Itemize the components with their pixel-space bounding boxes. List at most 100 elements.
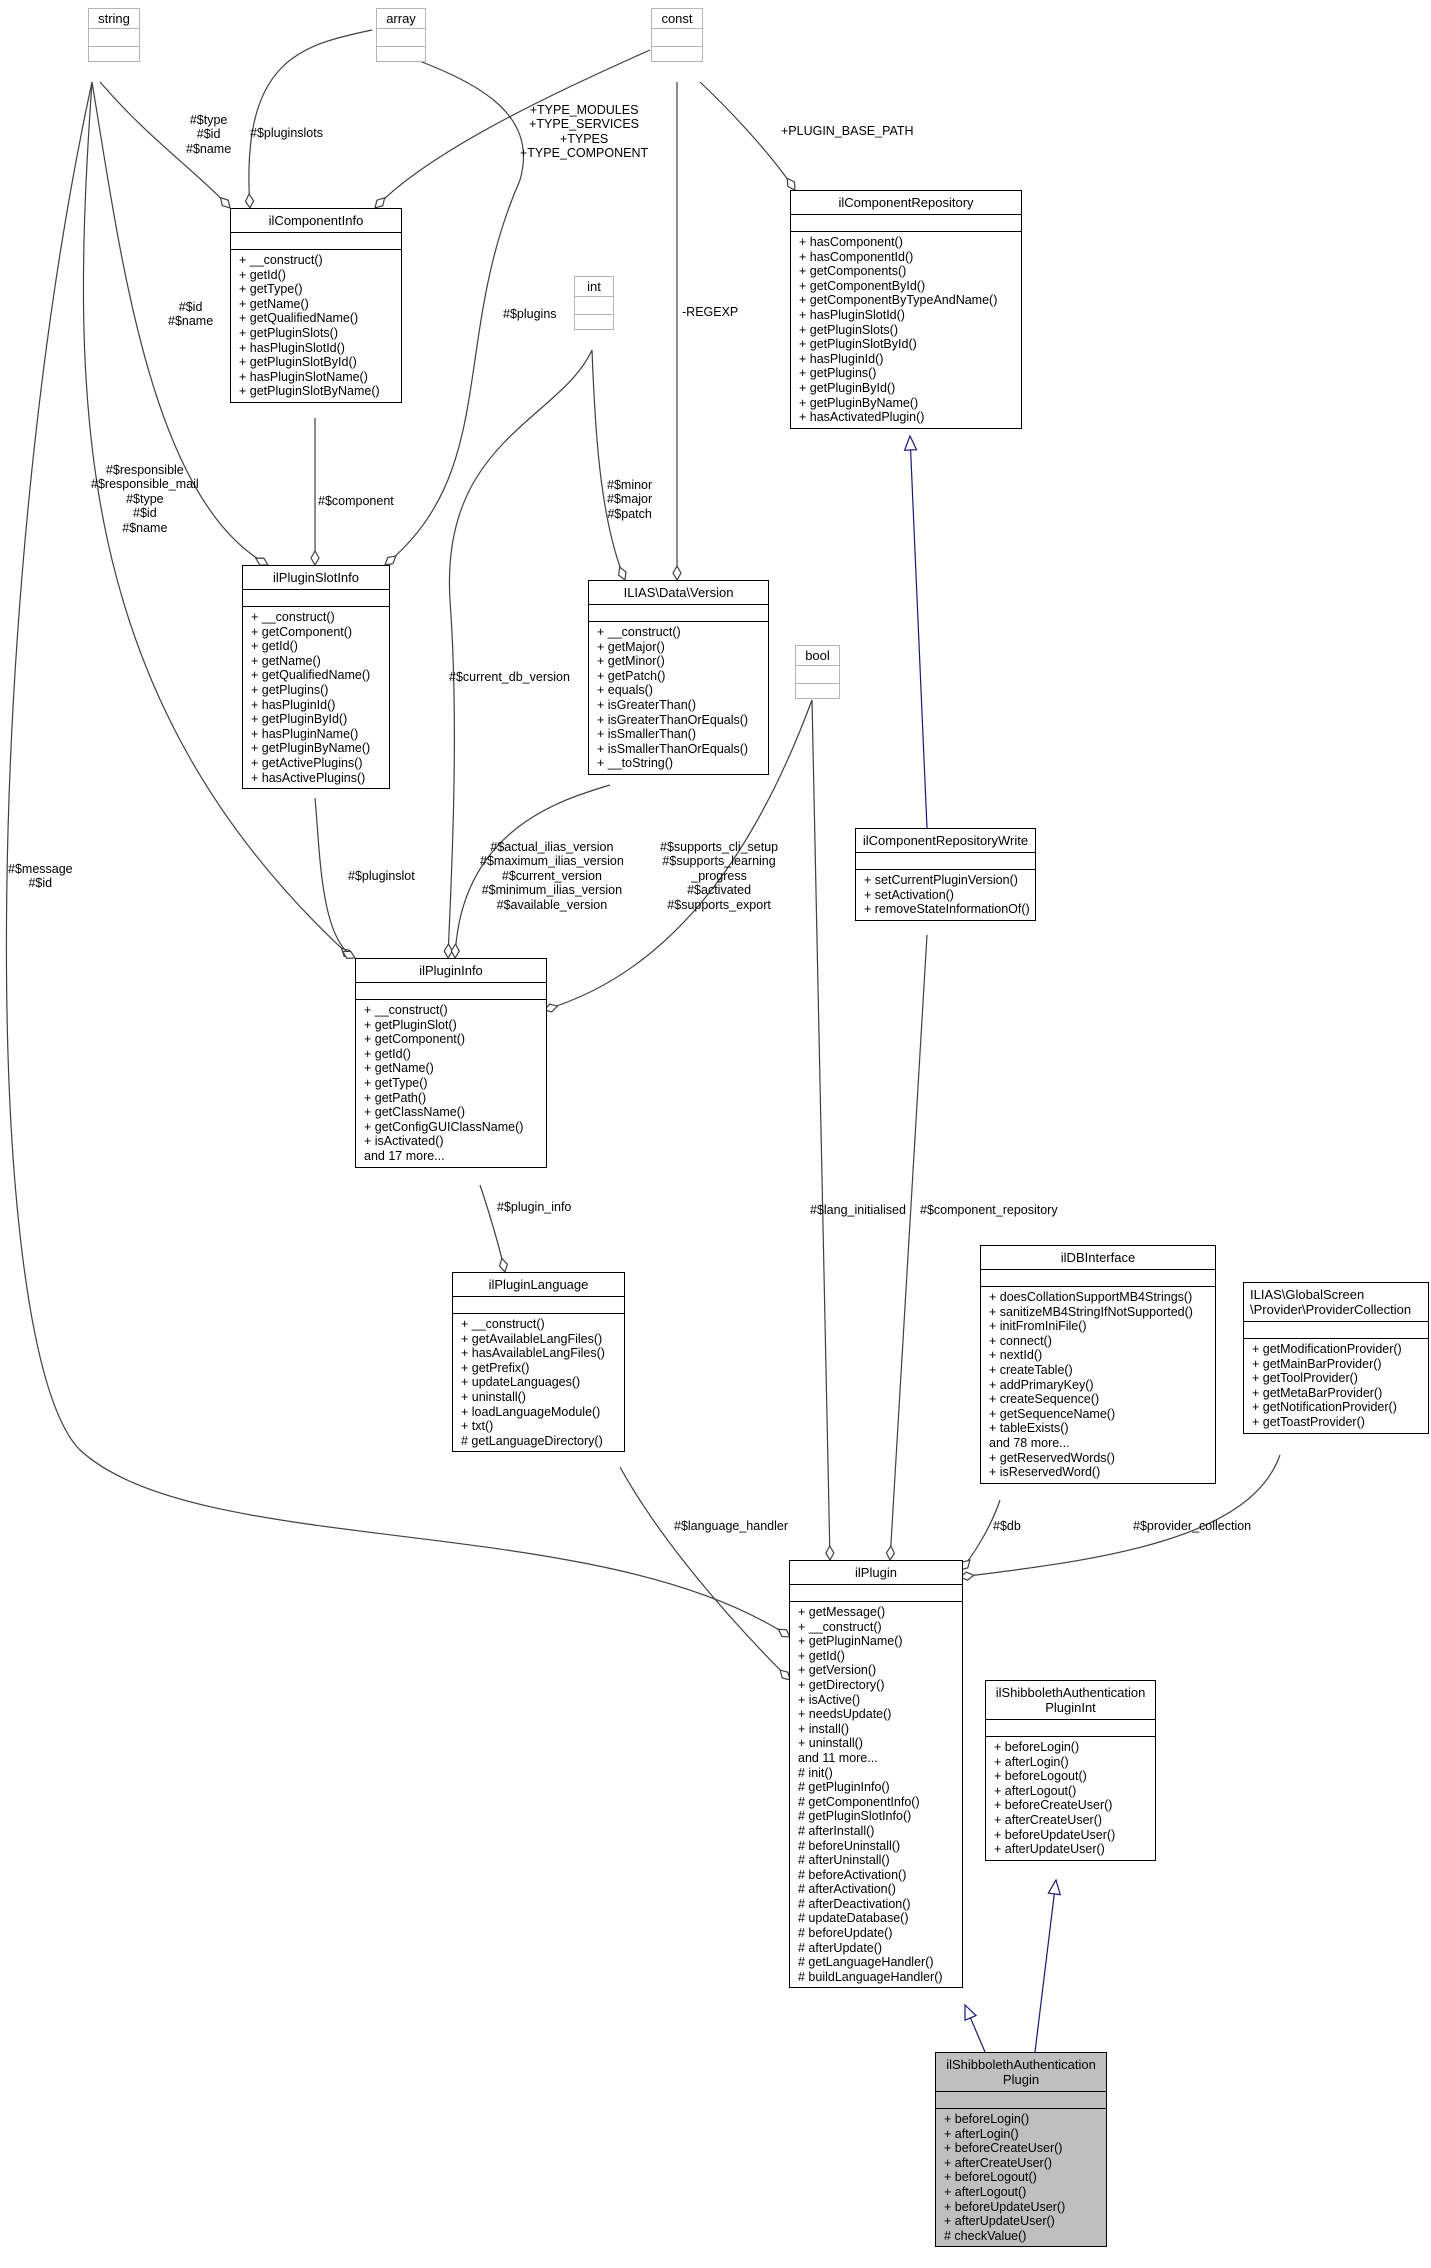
- edge-const-componentrepository: [699, 81, 795, 190]
- class-methods: [796, 684, 839, 698]
- class-method: + getPluginSlotById(): [239, 355, 357, 370]
- edge-pluginslotinfo-plugininfo: [314, 797, 355, 958]
- class-method: + getAvailableLangFiles(): [461, 1331, 603, 1346]
- class-method: + isGreaterThanOrEquals(): [597, 712, 749, 727]
- edge-crw-extends-cr: [910, 436, 928, 829]
- class-method: + setCurrentPluginVersion(): [864, 873, 1018, 887]
- class-method: + connect(): [989, 1333, 1052, 1348]
- class-methods: + doesCollationSupportMB4Strings()+ sani…: [981, 1287, 1215, 1483]
- class-method: + getPath(): [364, 1090, 427, 1105]
- class-method: # getPluginInfo(): [798, 1780, 890, 1795]
- class-method: # getLanguageHandler(): [798, 1955, 934, 1970]
- class-ilComponentInfo[interactable]: ilComponentInfo + __construct()+ getId()…: [230, 208, 402, 403]
- class-methods: + __construct()+ getId()+ getType()+ get…: [231, 250, 401, 402]
- class-method: + addPrimaryKey(): [989, 1377, 1094, 1392]
- class-method: + getType(): [364, 1075, 428, 1090]
- class-title: ilComponentInfo: [231, 209, 401, 233]
- class-method: + beforeUpdateUser(): [994, 1827, 1116, 1842]
- class-attributes: [652, 29, 702, 47]
- class-method: # updateDatabase(): [798, 1911, 909, 1926]
- class-ilPluginLanguage[interactable]: ilPluginLanguage + __construct()+ getAva…: [452, 1272, 625, 1453]
- class-method: + hasPluginName(): [251, 726, 359, 741]
- edge-array-componentinfo: [249, 29, 373, 208]
- class-method: + afterCreateUser(): [944, 2155, 1053, 2170]
- class-title: ilShibbolethAuthentication PluginInt: [986, 1681, 1155, 1720]
- class-method: + getReservedWords(): [989, 1450, 1115, 1465]
- edge-shibplugin-implements-int: [1034, 1880, 1056, 2053]
- class-method: + hasActivePlugins(): [251, 770, 366, 785]
- class-method: + isSmallerThanOrEquals(): [597, 741, 749, 756]
- class-string[interactable]: string: [88, 8, 140, 62]
- class-method: + getComponent(): [364, 1032, 466, 1047]
- class-method: + getDirectory(): [798, 1677, 885, 1692]
- class-ILIAS-Data-Version[interactable]: ILIAS\Data\Version + __construct()+ getM…: [588, 580, 769, 775]
- class-method: + uninstall(): [461, 1389, 526, 1404]
- class-method: + doesCollationSupportMB4Strings(): [989, 1290, 1193, 1304]
- class-method: + hasComponentId(): [799, 249, 914, 264]
- class-ilShibbolethAuthenticationPlugin[interactable]: ilShibbolethAuthentication Plugin + befo…: [935, 2052, 1107, 2248]
- class-ilPluginInfo[interactable]: ilPluginInfo + __construct()+ getPluginS…: [355, 958, 547, 1168]
- class-method: + getVersion(): [798, 1663, 877, 1678]
- class-ilDBInterface[interactable]: ilDBInterface + doesCollationSupportMB4S…: [980, 1245, 1216, 1484]
- edge-label-plugins: #$plugins: [503, 307, 557, 321]
- class-method: # beforeUpdate(): [798, 1926, 893, 1941]
- class-method: + txt(): [461, 1419, 494, 1434]
- class-method: + getMetaBarProvider(): [1252, 1385, 1383, 1400]
- class-ilComponentRepository[interactable]: ilComponentRepository + hasComponent()+ …: [790, 190, 1022, 429]
- class-bool[interactable]: bool: [795, 645, 840, 699]
- class-method: + beforeCreateUser(): [944, 2141, 1063, 2156]
- class-attributes: [589, 605, 768, 622]
- class-title: ilDBInterface: [981, 1246, 1215, 1270]
- class-method: + __toString(): [597, 756, 674, 771]
- class-int[interactable]: int: [574, 276, 614, 330]
- class-method: + afterLogin(): [994, 1754, 1069, 1769]
- class-method: + beforeLogin(): [994, 1740, 1080, 1754]
- edge-string-pluginslotinfo: [91, 81, 268, 565]
- class-array[interactable]: array: [376, 8, 426, 62]
- class-method: + getQualifiedName(): [239, 311, 359, 326]
- class-method: + getPluginById(): [251, 712, 348, 727]
- class-attributes: [796, 666, 839, 684]
- class-method: + getSequenceName(): [989, 1406, 1116, 1421]
- class-method: and 17 more...: [364, 1148, 445, 1163]
- class-method: + isSmallerThan(): [597, 727, 696, 742]
- class-attributes: [356, 983, 546, 1000]
- class-attributes: [89, 29, 139, 47]
- class-ilPlugin[interactable]: ilPlugin + getMessage()+ __construct()+ …: [789, 1560, 963, 1989]
- class-method: + beforeCreateUser(): [994, 1798, 1113, 1813]
- class-method: + getComponentById(): [799, 278, 926, 293]
- class-attributes: [856, 853, 1035, 870]
- class-title: string: [89, 9, 139, 29]
- class-method: # afterUpdate(): [798, 1940, 883, 1955]
- class-ilShibbolethAuthenticationPluginInt[interactable]: ilShibbolethAuthentication PluginInt + b…: [985, 1680, 1156, 1861]
- class-method: + getName(): [239, 296, 309, 311]
- class-method: + beforeUpdateUser(): [944, 2199, 1066, 2214]
- class-attributes: [790, 1585, 962, 1602]
- class-ilComponentRepositoryWrite[interactable]: ilComponentRepositoryWrite + setCurrentP…: [855, 828, 1036, 921]
- class-method: + getPrefix(): [461, 1360, 530, 1375]
- class-const[interactable]: const: [651, 8, 703, 62]
- edge-bool-plugininfo: [544, 699, 813, 1010]
- class-method: + getNotificationProvider(): [1252, 1400, 1397, 1415]
- class-methods: + __construct()+ getPluginSlot()+ getCom…: [356, 1000, 546, 1167]
- class-ProviderCollection[interactable]: ILIAS\GlobalScreen \Provider\ProviderCol…: [1243, 1282, 1429, 1434]
- class-method: + hasPluginSlotId(): [239, 340, 345, 355]
- class-methods: + hasComponent()+ hasComponentId()+ getC…: [791, 232, 1021, 428]
- edge-provider-plugin: [960, 1454, 1281, 1577]
- edge-label-component: #$component: [318, 494, 394, 508]
- class-ilPluginSlotInfo[interactable]: ilPluginSlotInfo + __construct()+ getCom…: [242, 565, 390, 790]
- class-method: + hasPluginSlotName(): [239, 369, 368, 384]
- class-method: + setActivation(): [864, 887, 954, 902]
- class-attributes: [231, 233, 401, 250]
- class-attributes: [936, 2092, 1106, 2109]
- class-methods: [377, 47, 425, 61]
- class-method: + getComponentByTypeAndName(): [799, 293, 998, 308]
- class-method: + getPluginName(): [798, 1634, 903, 1649]
- class-method: + getComponent(): [251, 624, 353, 639]
- class-attributes: [453, 1297, 624, 1314]
- class-method: + getId(): [239, 267, 286, 282]
- class-method: + initFromIniFile(): [989, 1319, 1087, 1334]
- class-method: + getMinor(): [597, 654, 665, 669]
